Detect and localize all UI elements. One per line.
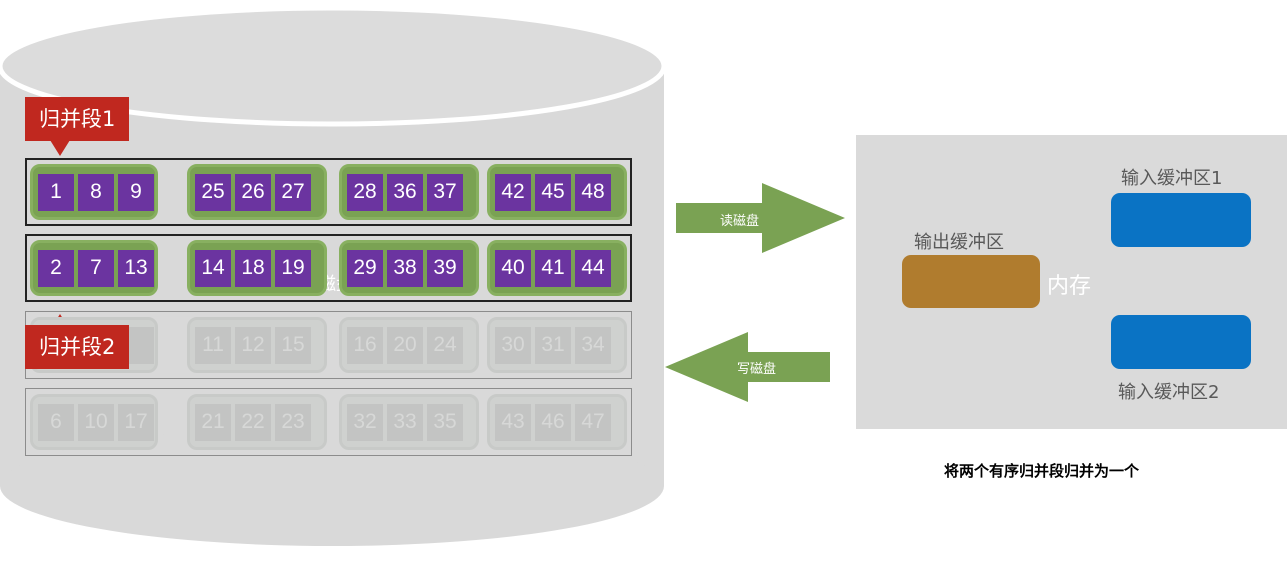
record-cell: 35 xyxy=(427,403,463,441)
record-cell: 2 xyxy=(38,249,74,287)
record-cell: 6 xyxy=(38,403,74,441)
record-cell: 27 xyxy=(275,173,311,211)
run-row-2 xyxy=(25,234,632,302)
record-cell: 25 xyxy=(195,173,231,211)
record-cell: 44 xyxy=(575,249,611,287)
record-cell: 11 xyxy=(195,326,231,364)
record-cell: 42 xyxy=(495,173,531,211)
record-cell: 1 xyxy=(38,173,74,211)
record-cell: 15 xyxy=(275,326,311,364)
record-cell: 12 xyxy=(235,326,271,364)
memory-label: 内存 xyxy=(1047,274,1092,299)
input-buffer-1-label: 输入缓冲区1 xyxy=(1121,168,1223,189)
segment-label-1: 归并段1 xyxy=(25,97,130,141)
run-row-1 xyxy=(25,158,632,226)
record-cell: 33 xyxy=(387,403,423,441)
run-row-4 xyxy=(25,388,632,456)
record-cell: 23 xyxy=(275,403,311,441)
write-disk-label: 写磁盘 xyxy=(737,362,777,377)
input-buffer-2 xyxy=(1111,315,1251,369)
output-buffer-label: 输出缓冲区 xyxy=(914,232,1004,253)
record-cell: 18 xyxy=(235,249,271,287)
record-cell: 37 xyxy=(427,173,463,211)
record-cell: 39 xyxy=(427,249,463,287)
record-cell: 30 xyxy=(495,326,531,364)
record-cell: 24 xyxy=(427,326,463,364)
record-cell: 31 xyxy=(535,326,571,364)
record-cell: 43 xyxy=(495,403,531,441)
input-buffer-2-label: 输入缓冲区2 xyxy=(1118,382,1220,403)
record-cell: 34 xyxy=(575,326,611,364)
record-cell: 40 xyxy=(495,249,531,287)
record-cell: 13 xyxy=(118,249,154,287)
record-cell: 48 xyxy=(575,173,611,211)
record-cell: 10 xyxy=(78,403,114,441)
record-cell: 46 xyxy=(535,403,571,441)
input-buffer-1 xyxy=(1111,193,1251,247)
disk-top xyxy=(0,5,667,127)
record-cell: 14 xyxy=(195,249,231,287)
disk-bottom xyxy=(0,426,664,546)
record-cell: 19 xyxy=(275,249,311,287)
record-cell: 32 xyxy=(347,403,383,441)
record-cell: 38 xyxy=(387,249,423,287)
record-cell: 45 xyxy=(535,173,571,211)
record-cell: 26 xyxy=(235,173,271,211)
record-cell: 8 xyxy=(78,173,114,211)
record-cell: 47 xyxy=(575,403,611,441)
record-cell: 9 xyxy=(118,173,154,211)
record-cell: 17 xyxy=(118,403,154,441)
record-cell: 21 xyxy=(195,403,231,441)
read-disk-label: 读磁盘 xyxy=(720,214,760,229)
record-cell: 28 xyxy=(347,173,383,211)
record-cell: 20 xyxy=(387,326,423,364)
output-buffer xyxy=(902,255,1040,308)
record-cell: 22 xyxy=(235,403,271,441)
read-arrow xyxy=(676,183,845,253)
segment-label-2: 归并段2 xyxy=(25,325,130,369)
record-cell: 29 xyxy=(347,249,383,287)
record-cell: 41 xyxy=(535,249,571,287)
segment-label-1-pointer xyxy=(50,140,70,156)
write-arrow xyxy=(665,332,830,402)
record-cell: 7 xyxy=(78,249,114,287)
caption: 将两个有序归并段归并为一个 xyxy=(944,462,1140,480)
record-cell: 16 xyxy=(347,326,383,364)
record-cell: 36 xyxy=(387,173,423,211)
